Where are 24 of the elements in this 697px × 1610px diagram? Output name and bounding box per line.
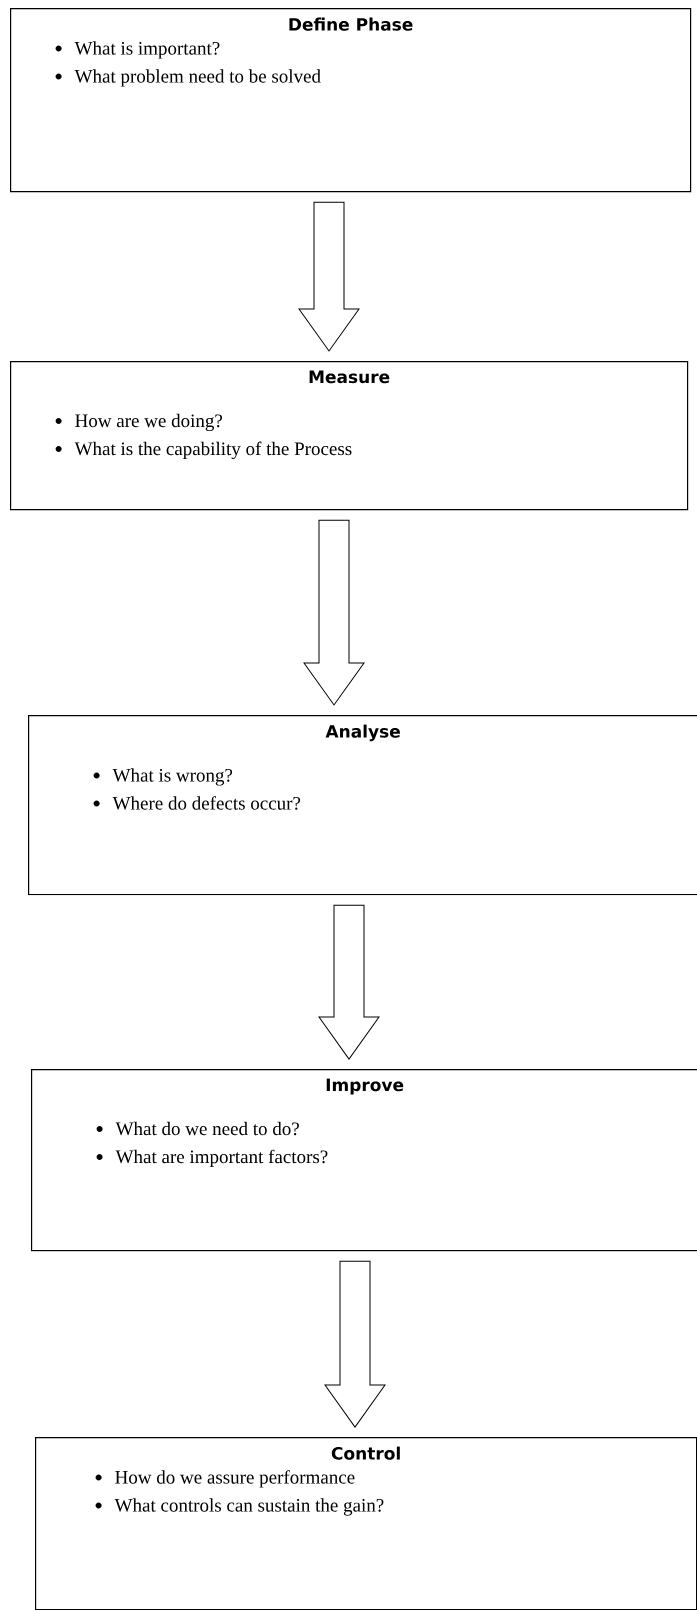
bullet-text: What do we need to do?	[115, 1121, 299, 1136]
block-arrow	[324, 1260, 386, 1428]
block-arrow	[298, 201, 360, 352]
bullet-text: What is wrong?	[112, 768, 233, 786]
bullet-text: Where do defects occur?	[112, 796, 301, 810]
bullet-text: What is the capability of the Process	[74, 441, 352, 460]
bullet-text: How do we assure performance	[115, 1470, 355, 1488]
bullet-text: What problem need to be solved	[74, 69, 321, 87]
heading: Analyse	[325, 724, 400, 742]
process-box	[31, 1069, 697, 1252]
bullet-text: What controls can sustain the gain?	[114, 1498, 384, 1516]
bullet-text: How are we doing?	[75, 413, 223, 432]
block-arrow	[303, 519, 365, 706]
bullet-text: What is important?	[74, 41, 220, 59]
process-box	[10, 361, 689, 511]
heading: Control	[331, 1446, 400, 1460]
block-arrow	[318, 904, 380, 1060]
heading: Measure	[309, 370, 390, 384]
heading: Improve	[326, 1078, 404, 1095]
process-box	[35, 1437, 697, 1610]
heading: Define Phase	[289, 17, 413, 31]
process-box	[10, 8, 692, 193]
bullet-text: What are important factors?	[115, 1149, 328, 1168]
process-box	[28, 715, 697, 896]
